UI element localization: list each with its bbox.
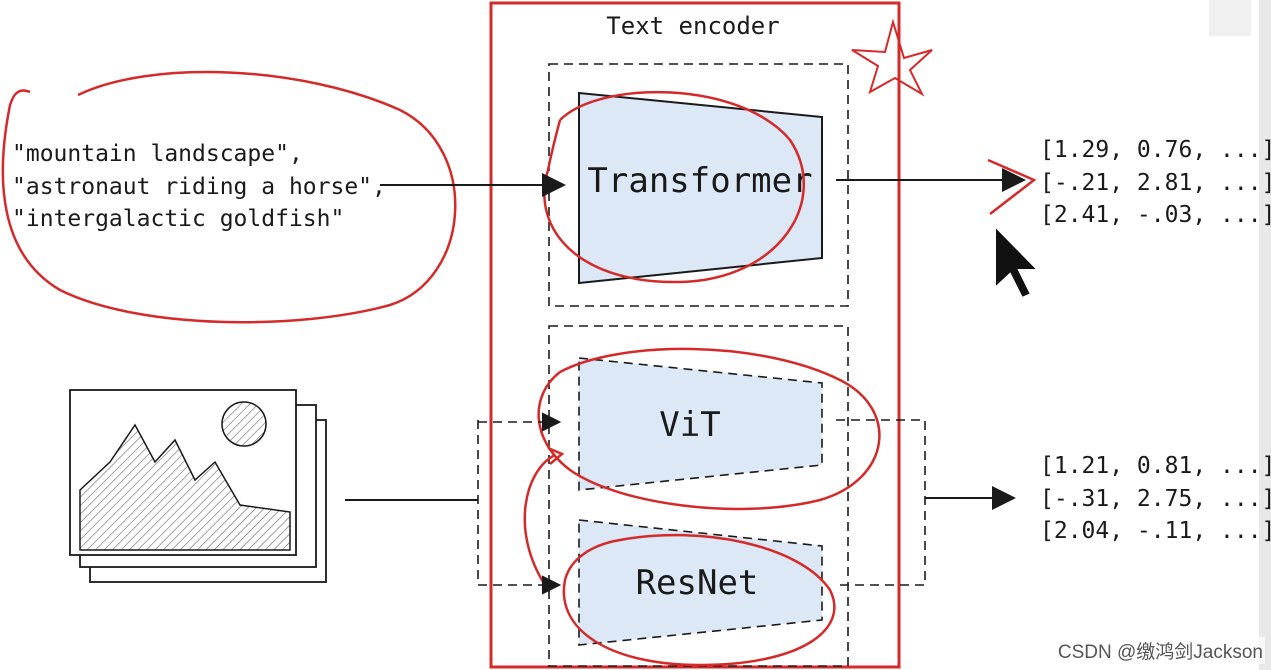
text-embedding-row: [2.41, -.03, ...] <box>1040 202 1271 228</box>
resnet-box <box>578 519 823 646</box>
resnet-label: ResNet <box>636 563 759 603</box>
transformer-annotation <box>543 90 806 284</box>
image-embedding-row: [1.21, 0.81, ...], <box>1040 453 1271 479</box>
text-input-line: "astronaut riding a horse", <box>12 174 386 200</box>
resnet-annotation <box>562 533 836 667</box>
transformer-box <box>578 91 823 285</box>
window-edge <box>1259 0 1271 670</box>
text-embedding-row: [1.29, 0.76, ...], <box>1040 137 1271 163</box>
watermark: CSDN @缴鸿剑Jackson <box>1055 637 1265 664</box>
mouse-cursor-icon <box>994 223 1041 300</box>
red-arrow-annotation <box>987 158 1037 215</box>
swap-annotation <box>523 453 556 586</box>
text-input-line: "mountain landscape", <box>12 141 303 167</box>
image-embedding-row: [-.31, 2.75, ...], <box>1040 486 1271 512</box>
vit-box <box>578 357 823 491</box>
image-embedding-row: [2.04, -.11, ...] <box>1040 518 1271 544</box>
swap-arrowhead-icon <box>547 446 565 465</box>
vit-label: ViT <box>659 405 720 445</box>
star-icon <box>851 18 933 97</box>
text-encoder-frame <box>489 1 901 669</box>
vit-annotation <box>537 347 881 511</box>
text-encoder-title: Text encoder <box>606 12 779 40</box>
image-output-merge-line <box>836 419 926 586</box>
text-embedding-row: [-.21, 2.81, ...], <box>1040 170 1271 196</box>
corner-overlay <box>1209 0 1251 36</box>
text-input-line: "intergalactic goldfish" <box>12 206 344 232</box>
text-inputs-annotation <box>1 70 457 324</box>
image-stack-icon <box>69 389 327 583</box>
transformer-label: Transformer <box>587 161 812 201</box>
